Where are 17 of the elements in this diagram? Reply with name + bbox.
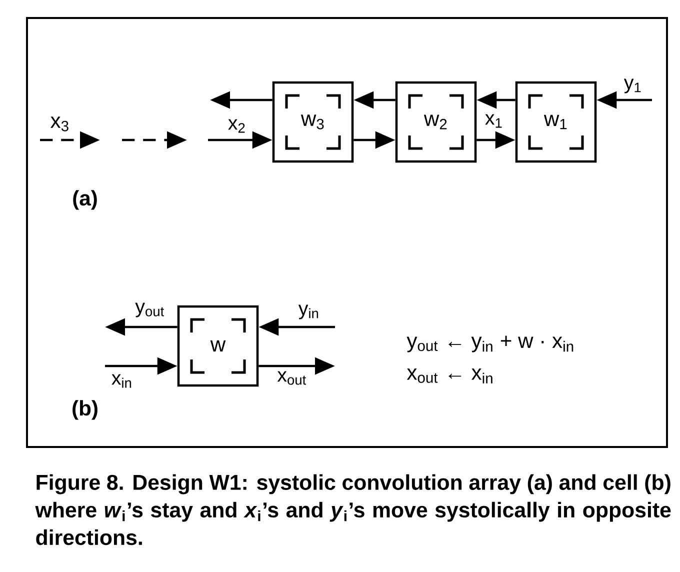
equation: y$_{out}$ ← y$_{in}$ + w · x$_{in}$ [406, 336, 574, 352]
caption: Figure 8. Design W1: systolic convolution array (a) and cell (b) where w$_{i}$’s stay and x$_{i}$’s and y$_{i}$’s move systolically in opposite directions. [35, 474, 671, 546]
panel-label: (a) [73, 190, 97, 210]
edge-label: x$_{out}$ [277, 371, 306, 385]
cell-box: w [177, 305, 259, 387]
equation: x$_{out}$ ← x$_{in}$ [406, 368, 492, 384]
cell-box: w$_{1}$ [515, 81, 597, 163]
edge-label: x$_{1}$ [485, 114, 502, 128]
edge-label: y$_{1}$ [624, 78, 641, 94]
cell-box: w$_{2}$ [395, 81, 477, 163]
edge-label: y$_{in}$ [298, 304, 318, 320]
edge-label: y$_{out}$ [135, 302, 164, 318]
edge-label: x$_{2}$ [228, 119, 245, 133]
cell-box: w$_{3}$ [272, 81, 354, 163]
panel-label: (b) [72, 400, 98, 420]
signal-label: x$_{3}$ [50, 116, 68, 132]
edge-label: x$_{in}$ [112, 374, 132, 388]
